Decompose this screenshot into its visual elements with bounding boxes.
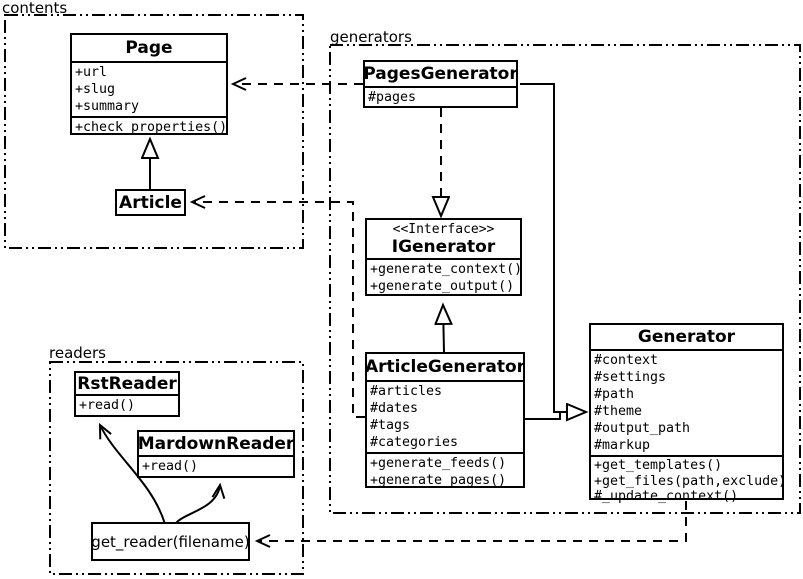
class-rstreader: RstReader +read(): [74, 371, 180, 417]
class-pagesgenerator: PagesGenerator #pages: [363, 60, 518, 108]
edge-articlegenerator-inherits-igenerator: [443, 305, 444, 353]
class-article-name: Article: [119, 192, 182, 213]
attribute: #markup: [594, 438, 651, 453]
class-articlegenerator-attributes: #articles #dates #tags #categories: [367, 382, 523, 454]
class-articlegenerator-name: ArticleGenerator: [365, 354, 525, 382]
class-page-methods: +check_properties(): [72, 118, 228, 137]
class-rstreader-name: RstReader: [76, 373, 178, 396]
package-generators-border: [329, 44, 801, 514]
class-articlegenerator: ArticleGenerator #articles #dates #tags …: [365, 352, 525, 488]
attribute: #path: [594, 387, 635, 402]
class-page: Page +url +slug +summary +check_properti…: [70, 33, 228, 135]
class-igenerator-methods: +generate_context() +generate_output(): [367, 260, 523, 296]
edge-articlegenerator-inherits-generator: [525, 411, 561, 420]
class-article: Article: [115, 189, 186, 216]
class-articlegenerator-methods: +generate_feeds() +generate_pages(): [367, 454, 523, 490]
method: +get_files(path,exclude): [594, 473, 787, 489]
attribute: #tags: [370, 418, 411, 433]
class-pagesgenerator-attributes: #pages: [365, 88, 516, 107]
class-generator-methods: +get_templates() +get_files(path,exclude…: [591, 457, 787, 506]
attribute: #theme: [594, 404, 643, 419]
attribute: +summary: [75, 99, 140, 114]
class-mardownreader-methods: +read(): [139, 457, 293, 476]
attribute: #settings: [594, 370, 667, 385]
method: +generate_pages(): [370, 473, 507, 488]
edge-articlegenerator-depends-article: [192, 202, 365, 418]
method: +get_templates(): [594, 458, 723, 473]
class-igenerator: <<Interface>> IGenerator +generate_conte…: [365, 218, 522, 296]
attribute: +url: [75, 65, 108, 80]
edge-pagesgenerator-inherits-generator: [520, 83, 586, 412]
method: +check_properties(): [75, 120, 228, 135]
class-generator: Generator #context #settings #path #them…: [589, 323, 786, 504]
method: +generate_context(): [370, 262, 523, 277]
class-mardownreader-name: MardownReader: [138, 432, 294, 457]
class-igenerator-name: IGenerator: [391, 236, 496, 257]
method: +generate_output(): [370, 279, 515, 294]
method: #_update_context(): [594, 489, 739, 504]
class-page-attributes: +url +slug +summary: [72, 63, 226, 118]
attribute: #pages: [368, 90, 417, 105]
class-pagesgenerator-name: PagesGenerator: [363, 62, 518, 88]
method: +read(): [142, 459, 199, 474]
attribute: +slug: [75, 82, 116, 97]
class-igenerator-title: <<Interface>> IGenerator: [367, 220, 520, 260]
method: +read(): [79, 398, 136, 413]
package-readers-border: [49, 361, 304, 575]
node-get-reader: get_reader(filename): [91, 522, 250, 561]
class-generator-name: Generator: [591, 325, 782, 351]
attribute: #categories: [370, 435, 459, 450]
class-rstreader-methods: +read(): [76, 396, 178, 415]
package-contents-border: [4, 14, 304, 249]
attribute: #context: [594, 353, 659, 368]
class-generator-attributes: #context #settings #path #theme #output_…: [591, 351, 782, 457]
package-label-generators: generators: [330, 28, 412, 46]
edge-generator-depends-getreader: [257, 501, 687, 541]
node-get-reader-label: get_reader(filename): [91, 532, 250, 551]
package-label-readers: readers: [49, 344, 106, 362]
edge-getreader-to-mardownreader: [175, 485, 220, 524]
class-igenerator-stereotype: <<Interface>>: [392, 221, 495, 237]
attribute: #articles: [370, 384, 443, 399]
attribute: #output_path: [594, 421, 691, 436]
attribute: #dates: [370, 401, 419, 416]
class-mardownreader: MardownReader +read(): [137, 430, 295, 478]
class-page-name: Page: [72, 35, 226, 63]
method: +generate_feeds(): [370, 456, 507, 471]
package-label-contents: contents: [2, 0, 68, 17]
edge-getreader-to-rstreader: [100, 425, 166, 525]
